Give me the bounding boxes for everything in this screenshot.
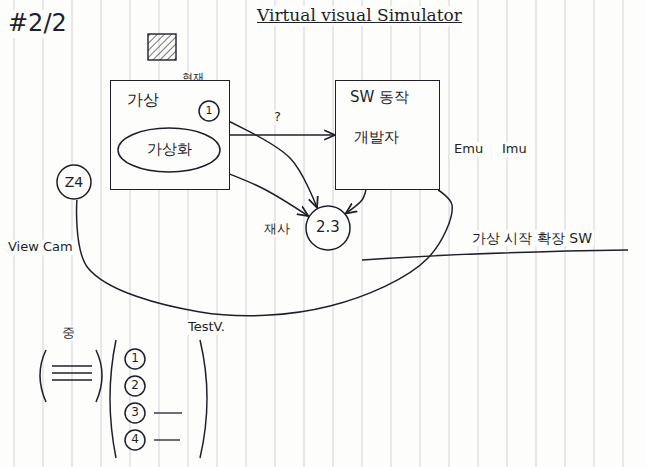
leader-line	[362, 250, 628, 260]
circle-node: 4	[124, 429, 146, 451]
bracket	[110, 340, 116, 458]
note-label: 가상 시작 확장 SW	[470, 230, 594, 246]
node-text: 1	[206, 105, 213, 118]
node-text: 개발자	[354, 129, 399, 146]
note-label: 중	[60, 326, 77, 341]
node-text: 2.3	[316, 219, 340, 236]
bracket	[40, 350, 46, 402]
oval-node: 가상화	[117, 127, 221, 173]
circle-node: 1	[124, 348, 146, 370]
circle-node: 2	[124, 375, 146, 397]
edge-label: ?	[272, 110, 283, 125]
node-text: SW 동작	[350, 89, 409, 106]
stack-line	[52, 365, 92, 366]
node-ellipse	[125, 403, 145, 423]
note-label: #2/2	[6, 10, 69, 38]
node-text: 3	[131, 406, 139, 420]
connector	[219, 117, 318, 208]
edge-label: TestV.	[186, 320, 227, 335]
node-ellipse	[125, 349, 145, 369]
connector	[230, 134, 335, 136]
bracket	[200, 340, 207, 458]
node-ellipse	[57, 165, 91, 199]
node-ellipse	[118, 128, 220, 172]
stack-line	[52, 379, 92, 380]
node-ellipse	[199, 101, 219, 121]
node-text: 가상	[127, 91, 159, 109]
circle-node: Z4	[56, 164, 92, 200]
circle-node: 1	[198, 100, 220, 122]
note-label: Imu	[500, 142, 529, 157]
note-label: 재사	[262, 222, 292, 237]
circle-node: 2.3	[305, 205, 351, 251]
node-text: 1	[131, 352, 139, 366]
note-label: View Cam	[6, 240, 75, 255]
node-text: Z4	[65, 174, 84, 190]
node-ellipse	[125, 430, 145, 450]
note-label: Emu	[452, 142, 485, 157]
connector	[346, 190, 366, 213]
connector	[77, 190, 453, 316]
bracket	[96, 350, 102, 402]
process-box: 가상가상화	[110, 80, 230, 190]
circle-node: 3	[124, 402, 146, 424]
node-ellipse	[125, 376, 145, 396]
node-text: 4	[131, 433, 139, 447]
list-line	[154, 412, 182, 413]
node-text: 2	[131, 379, 139, 393]
node-ellipse	[306, 206, 350, 250]
node-text: 가상화	[147, 141, 192, 158]
process-box: SW 동작개발자	[335, 80, 440, 190]
hatched-screen	[148, 34, 176, 60]
stack-line	[52, 372, 92, 373]
list-line	[154, 439, 180, 440]
title-text: Virtual visual Simulator	[255, 6, 464, 26]
